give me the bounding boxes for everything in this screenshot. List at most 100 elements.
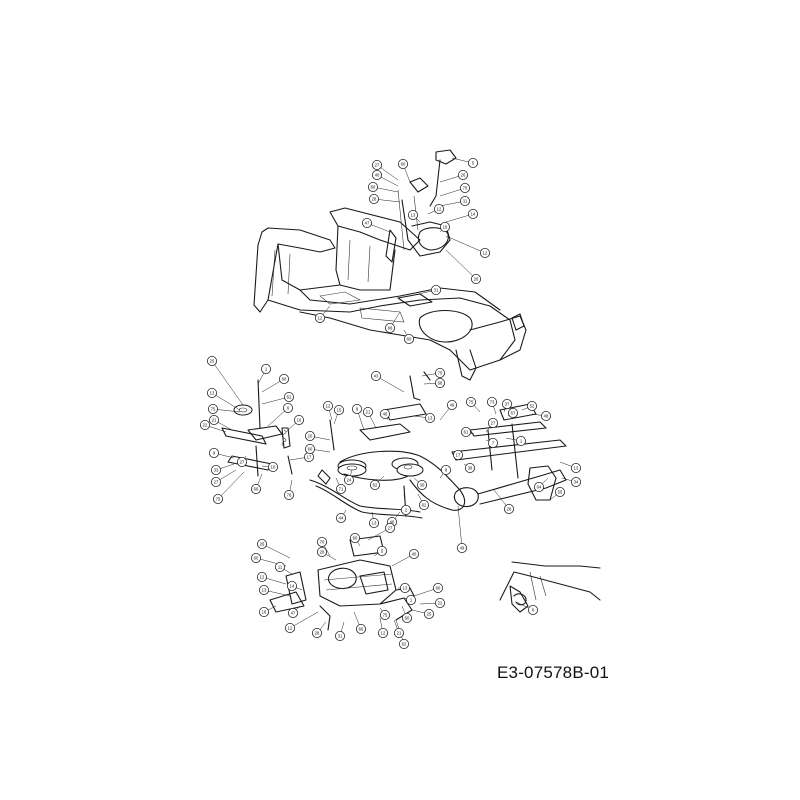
callout-0: 27 xyxy=(371,159,382,170)
callout-label: 28 xyxy=(320,550,325,555)
callout-16: 31 xyxy=(430,284,441,295)
callout-circle xyxy=(507,407,518,418)
callout-label: 61 xyxy=(464,430,469,435)
callout-circle xyxy=(400,504,411,515)
callout-label: 17 xyxy=(456,453,461,458)
callout-label: 11 xyxy=(278,565,283,570)
steering-assembly xyxy=(385,149,457,263)
callout-label: 31 xyxy=(434,288,439,293)
callout-circle xyxy=(207,403,218,414)
callout-label: 11 xyxy=(463,199,468,204)
callout-43: 12 xyxy=(322,400,333,411)
callout-circle xyxy=(258,585,269,596)
callout-36: 66 xyxy=(250,483,261,494)
callout-circle xyxy=(371,159,382,170)
callout-60: 7 xyxy=(487,437,498,448)
callout-circle xyxy=(286,581,297,592)
callout-circle xyxy=(260,363,271,374)
callout-24: 75 xyxy=(207,403,218,414)
callout-38: 76 xyxy=(283,489,294,500)
callout-label: 28 xyxy=(315,631,320,636)
callout-label: 52 xyxy=(530,404,535,409)
callout-92: 47 xyxy=(287,608,298,619)
callout-circle xyxy=(351,403,362,414)
callout-circle xyxy=(460,426,471,437)
callout-label: 16 xyxy=(443,225,448,230)
callout-circle xyxy=(256,539,267,550)
callout-circle xyxy=(432,583,443,594)
callout-105: 21 xyxy=(393,628,404,639)
callout-22: 13 xyxy=(206,387,217,398)
callout-label: 76 xyxy=(287,493,292,498)
callout-label: 75 xyxy=(383,613,388,618)
callout-label: 40 xyxy=(412,552,417,557)
callout-label: 12 xyxy=(326,404,331,409)
callout-circle xyxy=(333,404,344,415)
callout-circle xyxy=(405,595,416,606)
callout-71: 2 xyxy=(400,504,411,515)
callout-circle xyxy=(384,322,395,333)
callout-80: 60 xyxy=(349,533,360,544)
left-pulley-group xyxy=(221,379,293,477)
callout-circle xyxy=(434,377,445,388)
callout-label: 12 xyxy=(288,626,293,631)
callout-circle xyxy=(210,476,221,487)
callout-circle xyxy=(465,396,476,407)
callout-circle xyxy=(418,499,429,510)
callout-circle xyxy=(278,373,289,384)
callout-69: 24 xyxy=(343,474,354,485)
callout-label: 6 xyxy=(287,406,290,411)
callout-label: 71 xyxy=(339,487,344,492)
callout-label: 47 xyxy=(291,611,296,616)
callout-label: 60 xyxy=(353,536,358,541)
callout-45: 8 xyxy=(351,403,362,414)
callout-circle xyxy=(287,608,298,619)
callout-2: 5 xyxy=(467,157,478,168)
callout-53: 37 xyxy=(501,398,512,409)
callout-label: 60 xyxy=(405,616,410,621)
callout-label: 62 xyxy=(422,503,427,508)
callout-49: 13 xyxy=(424,412,435,423)
callout-circle xyxy=(267,461,278,472)
callout-circle xyxy=(384,523,395,534)
callout-circle xyxy=(282,402,293,413)
callout-label: 75 xyxy=(211,407,216,412)
callout-label: 60 xyxy=(254,556,259,561)
callout-63: 28 xyxy=(503,503,514,514)
callout-label: 28 xyxy=(507,507,512,512)
callout-circle xyxy=(274,562,285,573)
callout-label: 13 xyxy=(411,213,416,218)
callout-circle xyxy=(334,631,345,642)
callout-circle xyxy=(457,169,468,180)
callout-label: 16 xyxy=(297,418,302,423)
callout-48: 20 xyxy=(304,430,315,441)
callout-18: 12 xyxy=(314,312,325,323)
callout-circle xyxy=(408,549,419,560)
callout-circle xyxy=(208,447,219,458)
callout-label: 48 xyxy=(544,414,549,419)
callout-circle xyxy=(528,605,539,616)
callout-circle xyxy=(376,546,387,557)
callout-label: 73 xyxy=(490,400,495,405)
callout-circle xyxy=(456,543,467,554)
callout-68: 62 xyxy=(369,479,380,490)
callout-circle xyxy=(399,583,410,594)
callout-57: 27 xyxy=(487,417,498,428)
callout-circle xyxy=(487,417,498,428)
callout-label: 21 xyxy=(366,410,371,415)
callout-label: 22 xyxy=(438,601,443,606)
callout-circle xyxy=(464,462,475,473)
callout-label: 62 xyxy=(287,395,292,400)
callout-label: 66 xyxy=(254,487,259,492)
callout-label: 21 xyxy=(397,631,402,636)
callout-44: 15 xyxy=(333,404,344,415)
callout-label: 66 xyxy=(359,627,364,632)
callout-circle xyxy=(369,479,380,490)
callout-label: 27 xyxy=(388,526,393,531)
callout-59: 1 xyxy=(516,435,527,446)
callout-circle xyxy=(467,157,478,168)
callout-9: 12 xyxy=(433,203,444,214)
callout-circle xyxy=(571,462,582,473)
callout-20: 25 xyxy=(206,355,217,366)
callout-label: 8 xyxy=(356,407,359,412)
